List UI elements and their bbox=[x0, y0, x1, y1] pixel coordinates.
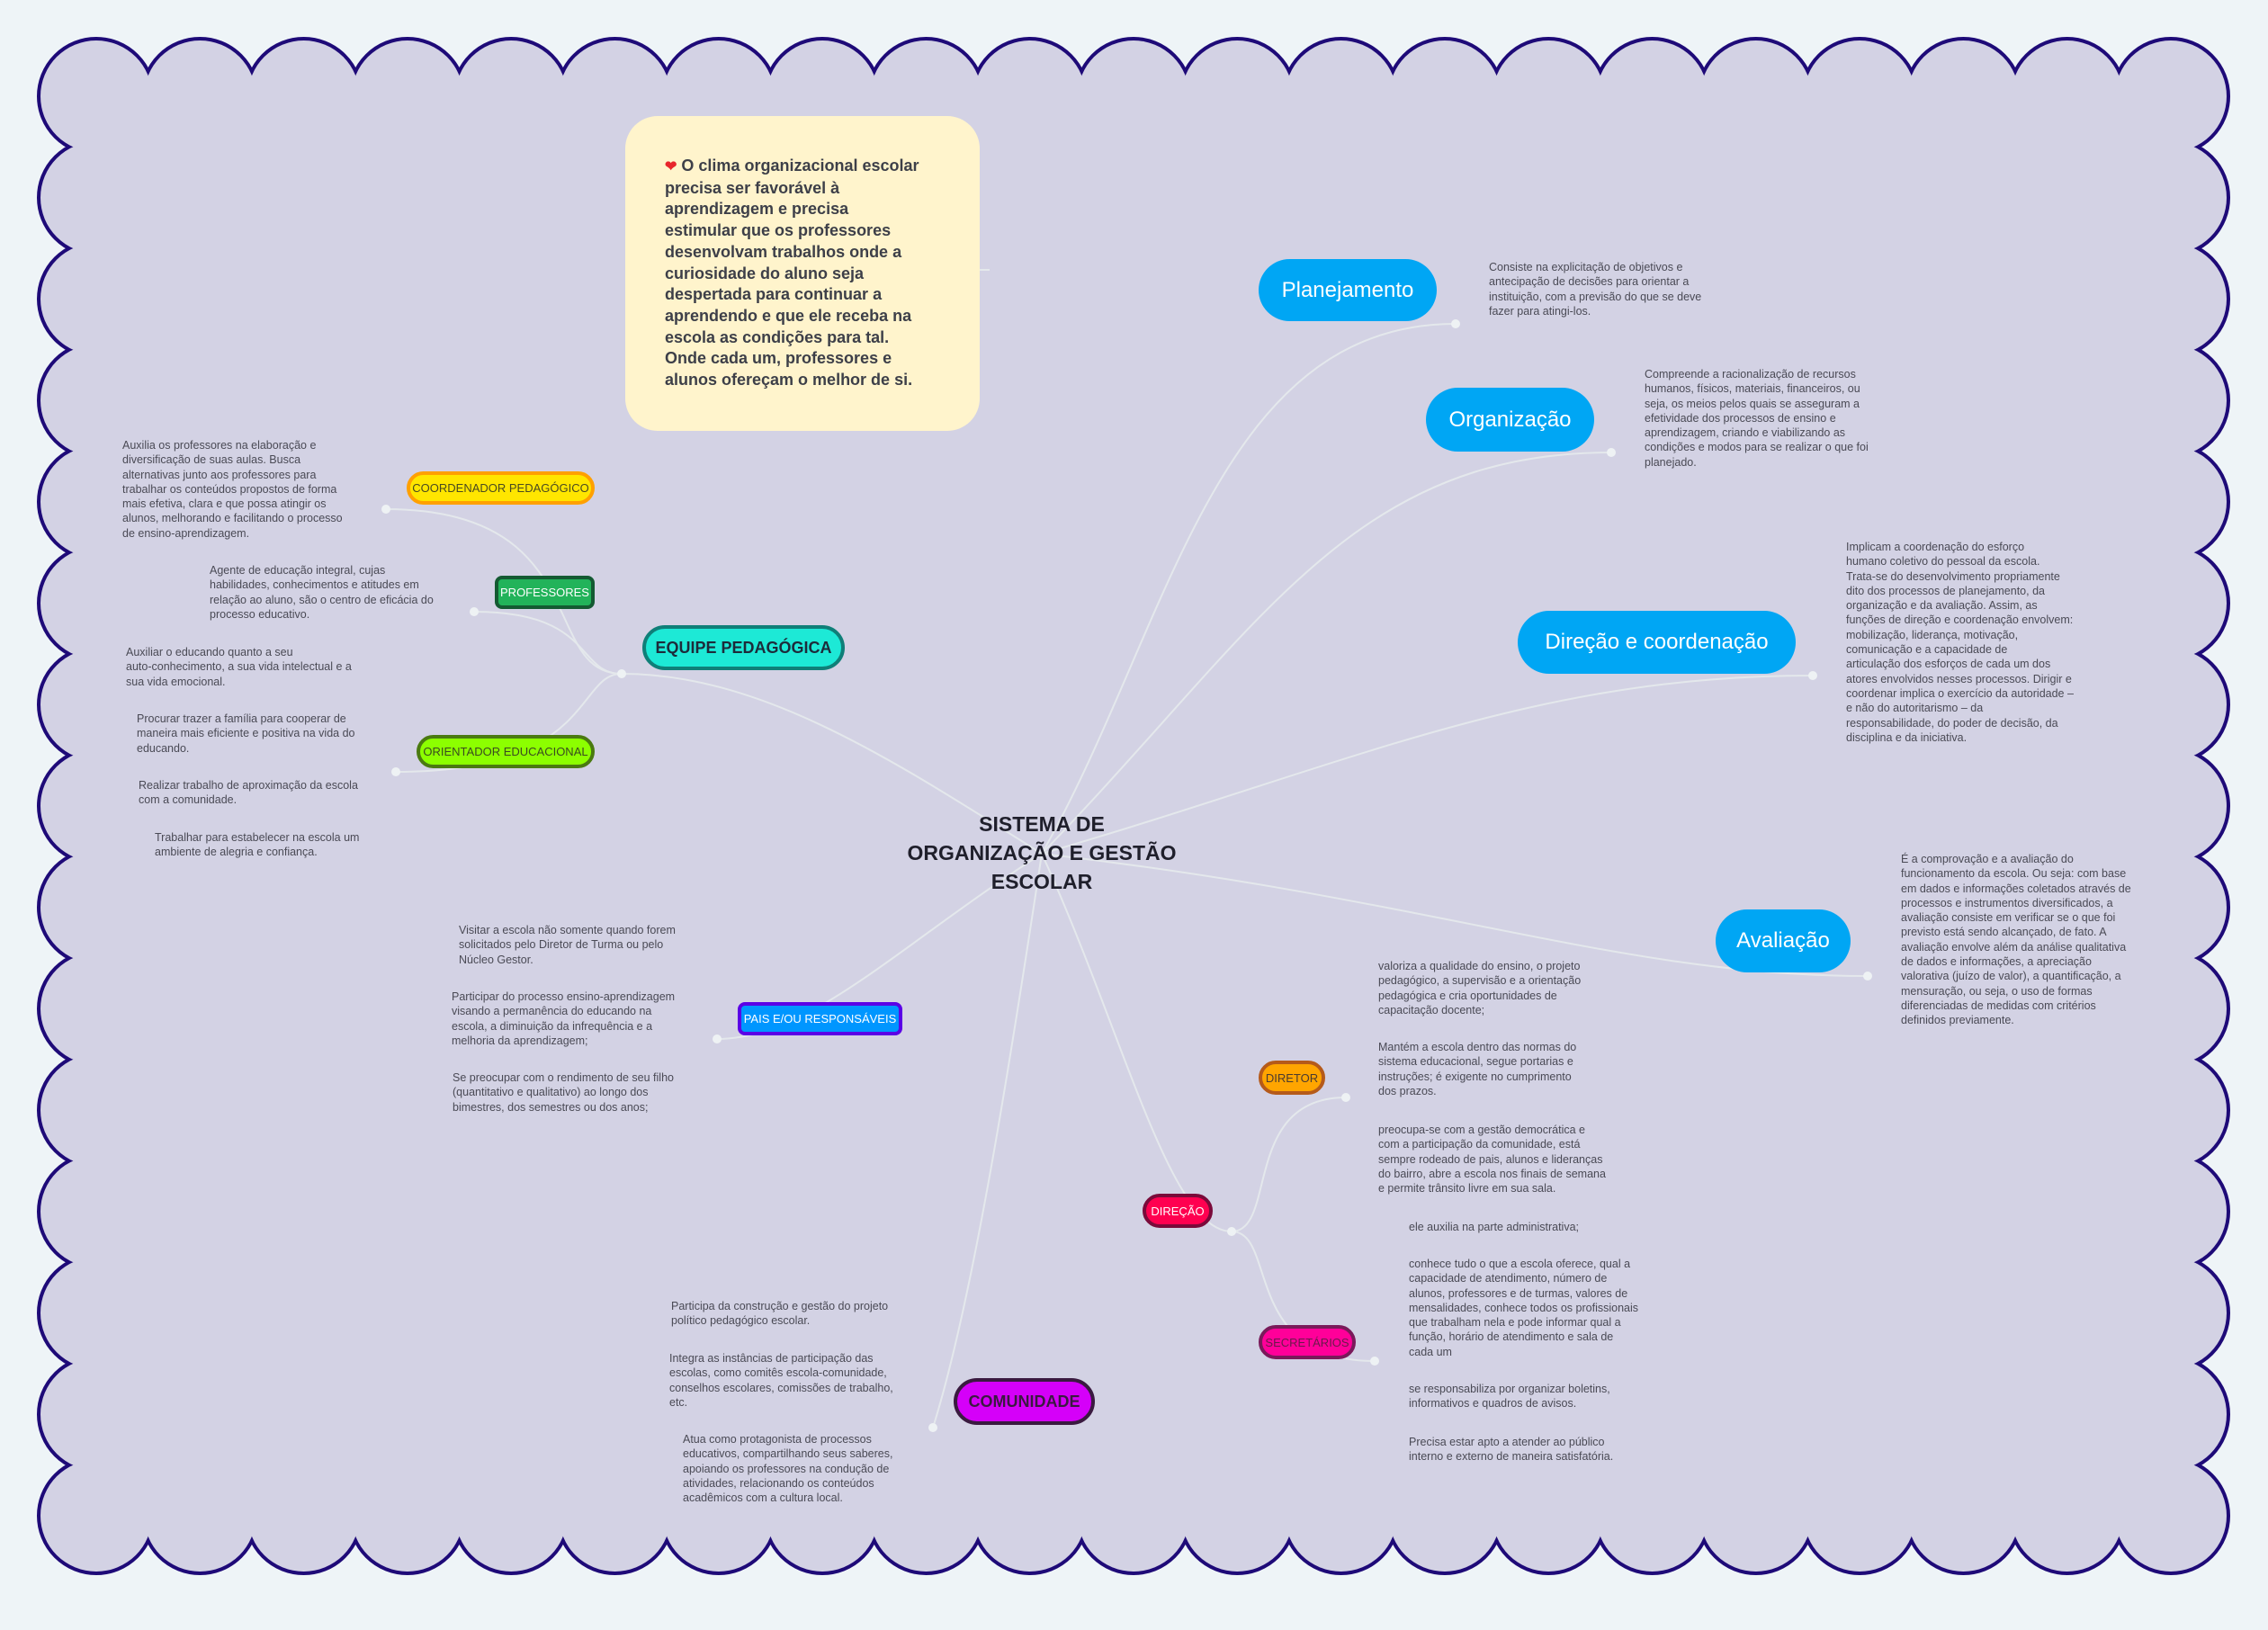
collapse-handle[interactable] bbox=[1341, 1093, 1350, 1102]
connector-line bbox=[621, 673, 1043, 855]
orientador-description-4: Trabalhar para estabelecer na escola um … bbox=[155, 831, 360, 859]
pais-description-1: Visitar a escola não somente quando fore… bbox=[459, 924, 676, 966]
heart-icon: ❤ bbox=[665, 159, 677, 175]
topic-direcao-coordenacao[interactable]: Direção e coordenação bbox=[1518, 611, 1796, 674]
comunidade-description-3: Atua como protagonista de processos educ… bbox=[683, 1433, 893, 1505]
connector-line bbox=[1041, 853, 1233, 1232]
topic-direcao[interactable]: DIREÇÃO bbox=[1143, 1194, 1213, 1228]
pais-description-2: Participar do processo ensino-aprendizag… bbox=[452, 990, 676, 1047]
secretarios-description-1: ele auxilia na parte administrativa; bbox=[1409, 1221, 1579, 1233]
orientador-description-2: Procurar trazer a família para cooperar … bbox=[137, 712, 355, 755]
diretor-description-3: preocupa-se com a gestão democrática e c… bbox=[1378, 1124, 1606, 1196]
collapse-handle[interactable] bbox=[470, 607, 479, 616]
central-topic[interactable]: SISTEMA DE ORGANIZAÇÃO E GESTÃO ESCOLAR bbox=[907, 812, 1177, 893]
collapse-handle[interactable] bbox=[928, 1423, 937, 1432]
topic-avaliacao[interactable]: Avaliação bbox=[1716, 909, 1851, 972]
organizacao-description: Compreende a racionalização de recursos … bbox=[1645, 368, 1869, 469]
topic-comunidade[interactable]: COMUNIDADE bbox=[954, 1378, 1095, 1425]
topic-coordenador-pedagogico[interactable]: COORDENADOR PEDAGÓGICO bbox=[407, 471, 595, 505]
sticky-note-text: O clima organizacional escolar precisa s… bbox=[665, 157, 919, 390]
avaliacao-description: É a comprovação e a avaliação do funcion… bbox=[1901, 853, 2131, 1027]
pais-description-3: Se preocupar com o rendimento de seu fil… bbox=[453, 1071, 674, 1114]
connector-line bbox=[1231, 1097, 1347, 1232]
topic-equipe-pedagogica[interactable]: EQUIPE PEDAGÓGICA bbox=[642, 625, 845, 670]
direcao-coordenacao-description: Implicam a coordenação do esforço humano… bbox=[1846, 541, 2074, 744]
diretor-description-1: valoriza a qualidade do ensino, o projet… bbox=[1378, 960, 1582, 1017]
collapse-handle[interactable] bbox=[713, 1034, 722, 1043]
collapse-handle[interactable] bbox=[1451, 319, 1460, 328]
coordenador-description: Auxilia os professores na elaboração e d… bbox=[122, 439, 343, 540]
topic-secretarios[interactable]: SECRETÁRIOS bbox=[1259, 1325, 1356, 1359]
collapse-handle[interactable] bbox=[381, 505, 390, 514]
collapse-handle[interactable] bbox=[1863, 972, 1872, 981]
topic-organizacao[interactable]: Organização bbox=[1426, 388, 1594, 452]
connector-line bbox=[1041, 323, 1457, 855]
collapse-handle[interactable] bbox=[617, 669, 626, 678]
topic-planejamento[interactable]: Planejamento bbox=[1259, 259, 1437, 321]
orientador-description-3: Realizar trabalho de aproximação da esco… bbox=[139, 779, 358, 807]
collapse-handle[interactable] bbox=[391, 767, 400, 776]
collapse-handle[interactable] bbox=[1370, 1357, 1379, 1366]
professores-description: Agente de educação integral, cujas habil… bbox=[210, 564, 434, 621]
connector-line bbox=[932, 853, 1043, 1428]
secretarios-description-2: conhece tudo o que a escola oferece, qua… bbox=[1409, 1258, 1639, 1358]
connector-line bbox=[473, 611, 623, 675]
comunidade-description-2: Integra as instâncias de participação da… bbox=[669, 1352, 893, 1409]
collapse-handle[interactable] bbox=[1607, 448, 1616, 457]
connector-line bbox=[1041, 452, 1612, 855]
collapse-handle[interactable] bbox=[1227, 1227, 1236, 1236]
topic-professores[interactable]: PROFESSORES bbox=[495, 576, 595, 609]
planejamento-description: Consiste na explicitação de objetivos e … bbox=[1489, 261, 1702, 318]
secretarios-description-3: se responsabiliza por organizar boletins… bbox=[1409, 1383, 1610, 1411]
frame-fill bbox=[96, 96, 2171, 1516]
secretarios-description-4: Precisa estar apto a atender ao público … bbox=[1409, 1436, 1614, 1464]
sticky-note[interactable]: ❤ O clima organizacional escolar precisa… bbox=[625, 116, 980, 431]
topic-pais-responsaveis[interactable]: PAIS E/OU RESPONSÁVEIS bbox=[738, 1002, 902, 1035]
connector-line bbox=[1041, 675, 1814, 855]
topic-orientador-educacional[interactable]: ORIENTADOR EDUCACIONAL bbox=[417, 735, 595, 768]
comunidade-description-1: Participa da construção e gestão do proj… bbox=[671, 1300, 889, 1328]
topic-diretor[interactable]: DIRETOR bbox=[1259, 1061, 1325, 1095]
orientador-description-1: Auxiliar o educando quanto a seu auto-co… bbox=[126, 646, 352, 688]
diretor-description-2: Mantém a escola dentro das normas do sis… bbox=[1378, 1041, 1577, 1097]
collapse-handle[interactable] bbox=[1808, 671, 1817, 680]
